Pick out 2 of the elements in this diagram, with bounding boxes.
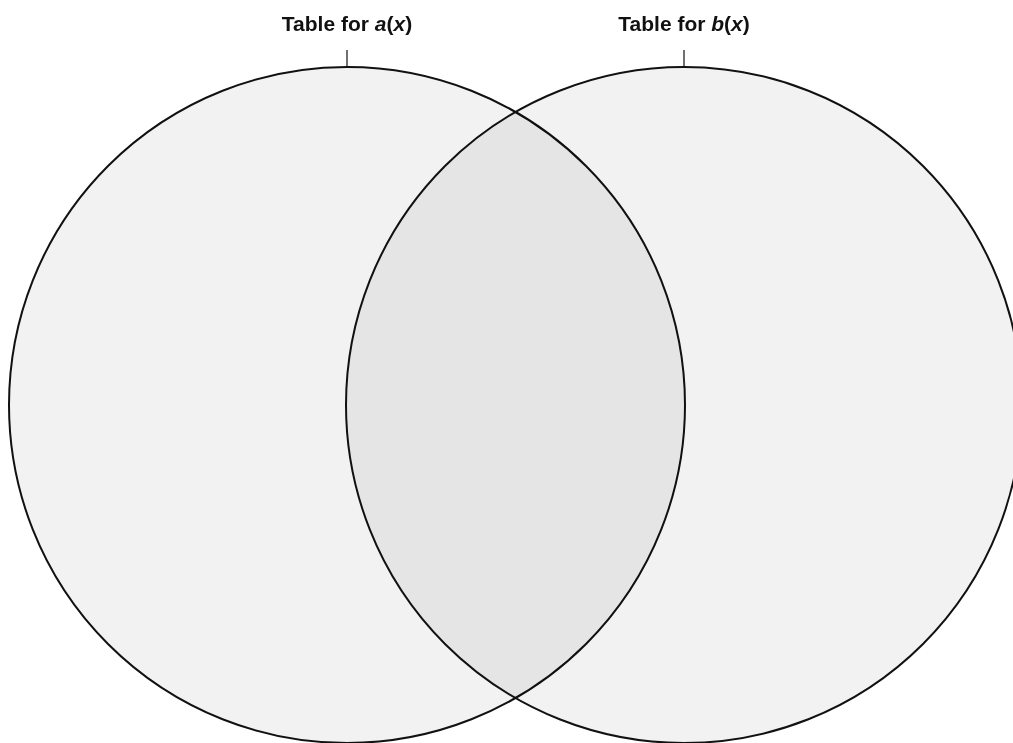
set-title: Table for a(x) xyxy=(281,11,413,37)
set-title: Table for b(x) xyxy=(618,11,750,37)
